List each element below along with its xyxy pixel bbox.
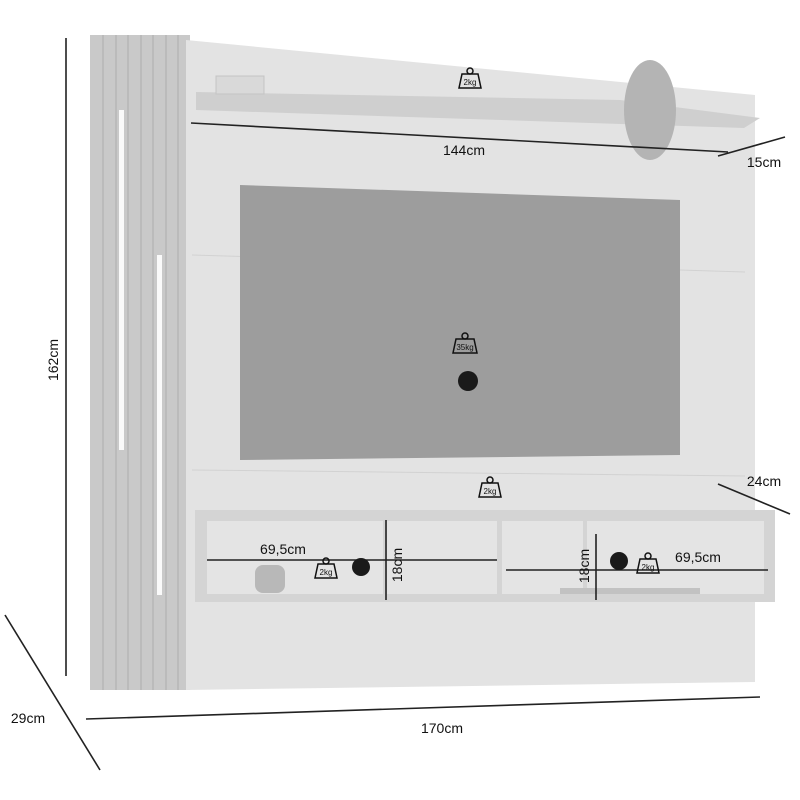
led-strip-right [157,255,162,595]
books [215,75,265,95]
rack-depth-label: 24cm [747,473,781,489]
slat-wall [90,35,190,690]
cable-hole-icon [352,558,370,576]
cable-hole-icon [458,371,478,391]
top-shelf-weight: 2kg [464,78,477,87]
height-label: 162cm [45,339,61,381]
left-height-label: 18cm [389,548,405,582]
controller [255,565,285,593]
depth-label: 29cm [11,710,45,726]
left-compartment [207,521,497,594]
console [560,588,700,594]
left-width-label: 69,5cm [260,541,306,557]
weight-icon: 2kg [314,557,338,579]
shelf-width-label: 144cm [443,142,485,158]
tv-weight: 35kg [456,343,473,352]
right-compartment [502,521,764,594]
rack-top-weight: 2kg [484,487,497,496]
weight-icon: 2kg [478,476,502,498]
right-height-label: 18cm [576,549,592,583]
rack [195,510,775,602]
led-strip-left [119,110,124,450]
width-label: 170cm [421,720,463,736]
tv-screen [240,185,680,460]
dimension-lines [4,38,791,771]
left-compartment-weight: 2kg [320,568,333,577]
plant [624,60,676,160]
shelf-depth-label: 15cm [747,154,781,170]
right-compartment-weight: 2kg [642,563,655,572]
right-width-label: 69,5cm [675,549,721,565]
weight-icon: 2kg [458,67,482,89]
weight-icon: 2kg [636,552,660,574]
weight-icon: 35kg [452,332,478,354]
top-shelf [196,60,760,160]
cable-hole-icon [610,552,628,570]
